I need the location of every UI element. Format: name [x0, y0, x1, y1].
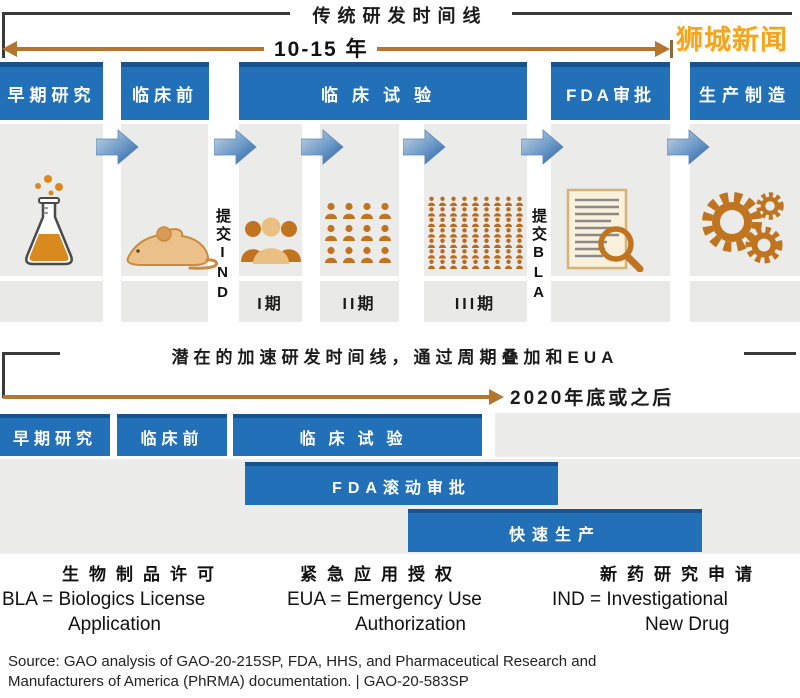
accel-bracket-left	[2, 352, 60, 355]
phase3-crowd-icon	[427, 196, 526, 270]
accel-gray-panel-top	[495, 413, 800, 457]
gantt-bar-rapid-manufacturing: 快速生产	[408, 509, 702, 552]
flow-arrow-4	[403, 129, 446, 165]
band-fda-review	[551, 281, 670, 322]
legend-bla: 生物制品许可 BLA = Biologics License Applicati…	[2, 562, 247, 637]
mouse-icon	[126, 226, 218, 270]
accel-timeline-label: 2020年底或之后	[510, 388, 675, 409]
flow-arrow-5	[521, 129, 564, 165]
legend-ind-line2: New Drug	[645, 614, 730, 635]
source-line-2: Manufacturers of America (PhRMA) documen…	[8, 673, 469, 690]
band-manufacturing	[690, 281, 800, 322]
gantt-bar-clinical-trials: 临床试验	[233, 414, 482, 456]
phase3-label: III期	[424, 281, 527, 322]
accel-bracket-right	[744, 352, 796, 355]
phase2-crowd-icon	[324, 202, 396, 268]
column-manufacturing	[690, 124, 800, 276]
traditional-title: 传统研发时间线	[312, 6, 488, 26]
gears-icon	[702, 192, 784, 264]
watermark: 狮城新闻	[676, 25, 788, 55]
flow-arrow-6	[667, 129, 710, 165]
accel-bracket-corner	[2, 352, 5, 398]
legend-eua-line2: Authorization	[355, 614, 466, 635]
legend-eua-line1: EUA = Emergency Use	[287, 589, 482, 610]
duration-arrow	[2, 41, 670, 57]
submit-ind-label: 提交IND	[214, 208, 231, 304]
flow-arrow-1	[96, 129, 139, 165]
document-review-icon	[566, 188, 644, 272]
legend-eua-cn: 紧急应用授权	[300, 565, 462, 584]
legend-bla-line1: BLA = Biologics License	[2, 589, 206, 610]
flow-arrow-3	[301, 129, 344, 165]
legend-ind-line1: IND = Investigational	[552, 589, 728, 610]
phase1-label: I期	[239, 281, 302, 322]
stage-box-fda-review: FDA审批	[551, 62, 670, 120]
arrow-end-tick	[670, 40, 673, 58]
duration-label: 10-15 年	[266, 33, 377, 63]
accel-arrow	[3, 389, 504, 405]
flow-arrow-2	[214, 129, 257, 165]
bracket-line-right	[512, 12, 792, 15]
flask-icon	[25, 175, 73, 266]
bracket-line-left	[2, 12, 290, 15]
stage-box-early-research: 早期研究	[0, 62, 103, 120]
gantt-bar-preclinical: 临床前	[117, 414, 227, 456]
stage-box-preclinical: 临床前	[121, 62, 209, 120]
gantt-bar-early-research: 早期研究	[0, 414, 110, 456]
legend-bla-line2: Application	[68, 614, 161, 635]
stage-box-clinical-trials: 临床试验	[239, 62, 527, 120]
legend-ind-cn: 新药研究申请	[600, 565, 762, 584]
legend-bla-cn: 生物制品许可	[62, 565, 224, 584]
submit-bla-label: 提交BLA	[530, 208, 547, 304]
bracket-corner-left	[2, 12, 5, 58]
band-early-research	[0, 281, 103, 322]
stage-box-manufacturing: 生产制造	[690, 62, 800, 120]
gantt-bar-fda-rolling-review: FDA滚动审批	[245, 462, 558, 505]
legend-eua: 紧急应用授权 EUA = Emergency Use Authorization	[287, 562, 532, 637]
band-preclinical	[121, 281, 208, 322]
accelerated-title: 潜在的加速研发时间线，通过周期叠加和EUA	[171, 348, 619, 367]
source-line-1: Source: GAO analysis of GAO-20-215SP, FD…	[8, 653, 597, 670]
phase1-people-icon	[241, 217, 301, 264]
legend-ind: 新药研究申请 IND = Investigational New Drug	[552, 562, 798, 637]
phase2-label: II期	[320, 281, 399, 322]
